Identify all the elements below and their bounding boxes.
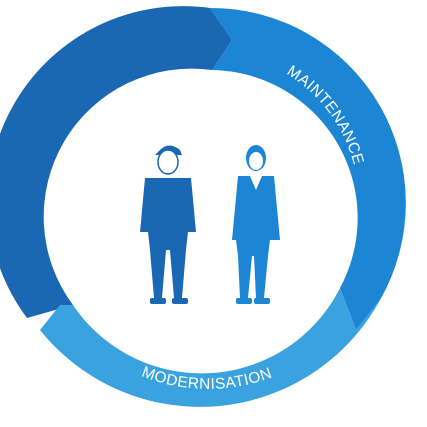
manager-figure-icon: [232, 145, 280, 304]
segment-modernisation: [40, 288, 380, 407]
segment-maintenance: [210, 7, 406, 330]
technician-figure-icon: [140, 145, 196, 304]
segment-equipement-neuf: [0, 6, 232, 318]
